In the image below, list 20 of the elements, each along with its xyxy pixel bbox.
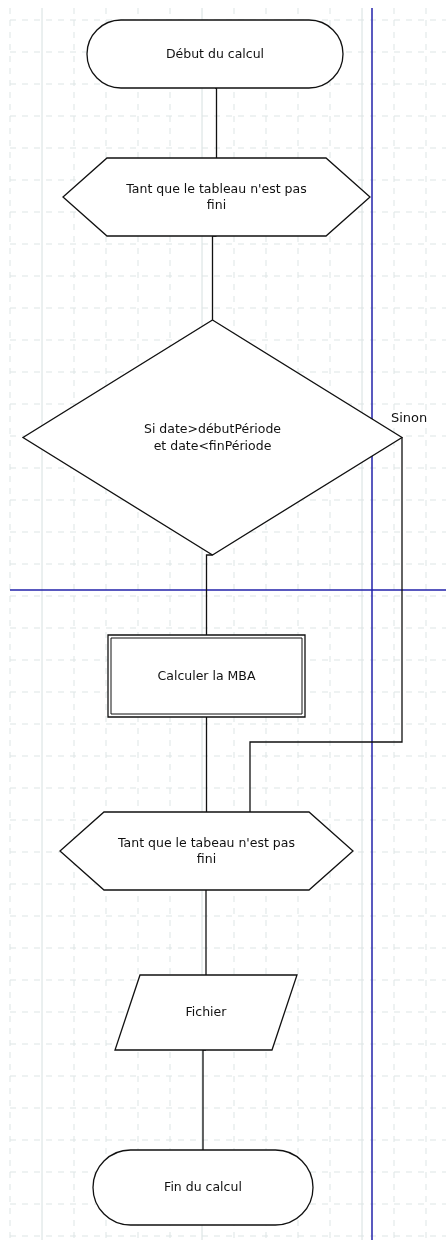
connector-line (205, 554, 214, 636)
node-label: Fichier (185, 1004, 227, 1021)
node-label: Si date>débutPériode et date<finPériode (142, 421, 283, 454)
loop-hexagon (60, 812, 353, 890)
edge-label: Sinon (390, 410, 429, 425)
node-label: Début du calcul (165, 45, 265, 63)
connector-line (205, 889, 208, 976)
connector-line (214, 87, 218, 159)
node-label: Fin du calcul (164, 1179, 242, 1196)
loop-hexagon (63, 158, 370, 236)
connector-line (202, 1049, 207, 1151)
node-label: Tant que le tabeau n'est pas fini (117, 834, 296, 868)
connector-line (205, 716, 208, 813)
end-terminal (93, 1150, 313, 1225)
data-parallelogram (115, 975, 297, 1050)
connector-line (249, 436, 403, 813)
start-terminal (87, 20, 343, 88)
node-label: Calculer la MBA (157, 667, 256, 685)
node-label: Tant que le tableau n'est pas fini (125, 180, 308, 214)
process-box (108, 635, 305, 717)
